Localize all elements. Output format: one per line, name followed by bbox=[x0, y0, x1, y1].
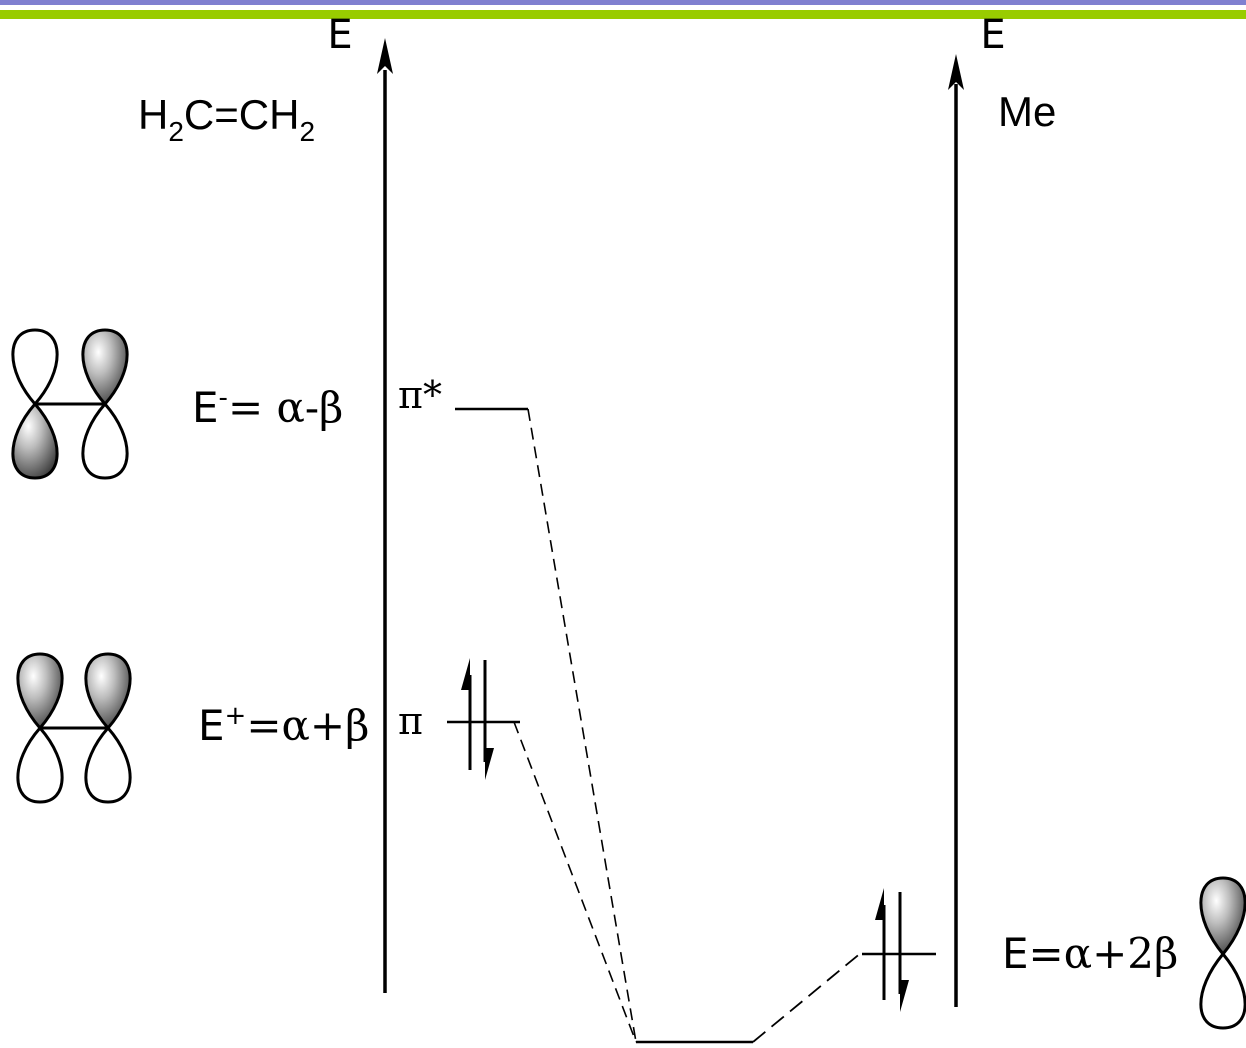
pi-electron-pair bbox=[461, 658, 494, 780]
orbital-label-pi-star: π* bbox=[398, 373, 442, 417]
mol-sub1: 2 bbox=[168, 116, 184, 147]
mol-ch: CH bbox=[239, 91, 300, 138]
right-energy-rest: α+2β bbox=[1064, 929, 1179, 978]
p-orbital-icon bbox=[84, 652, 132, 731]
bonding-orbital-icon bbox=[16, 652, 132, 804]
orbital-label-pi: π bbox=[398, 699, 423, 743]
electron-up-arrow-icon bbox=[875, 888, 884, 920]
mol-c: C bbox=[184, 91, 214, 138]
p-orbital-icon bbox=[11, 328, 59, 407]
right-electron-pair bbox=[875, 888, 909, 1012]
molecule-me: Me bbox=[998, 88, 1056, 135]
mol-equals: = bbox=[214, 91, 239, 138]
antibonding-energy: E-= α-β bbox=[192, 383, 343, 432]
mol-sub2: 2 bbox=[299, 116, 315, 147]
correlation-line-right bbox=[752, 951, 863, 1043]
p-orbital-icon bbox=[16, 652, 64, 731]
p-orbital-icon bbox=[81, 328, 129, 407]
left-axis-label: E bbox=[327, 12, 352, 58]
electron-down-arrow-icon bbox=[900, 980, 909, 1012]
antibonding-orbital-icon bbox=[11, 328, 129, 480]
electron-down-arrow-icon bbox=[485, 748, 494, 780]
bonding-energy: E+=α+β bbox=[198, 701, 369, 750]
electron-up-arrow-icon bbox=[461, 658, 470, 690]
up-arrow-icon bbox=[377, 38, 393, 74]
p-orbital-icon bbox=[1199, 876, 1246, 1030]
top-rule-green bbox=[0, 10, 1246, 19]
up-arrow-icon bbox=[948, 54, 964, 90]
top-rule-blue bbox=[0, 0, 1246, 5]
mol-h: H bbox=[138, 91, 168, 138]
correlation-line-pi-star bbox=[527, 408, 637, 1043]
right-axis-label: E bbox=[980, 12, 1005, 58]
molecule-ethene: H2C=CH2 bbox=[138, 91, 315, 147]
right-energy: E=α+2β bbox=[1002, 929, 1178, 978]
correlation-line-pi bbox=[513, 721, 637, 1043]
